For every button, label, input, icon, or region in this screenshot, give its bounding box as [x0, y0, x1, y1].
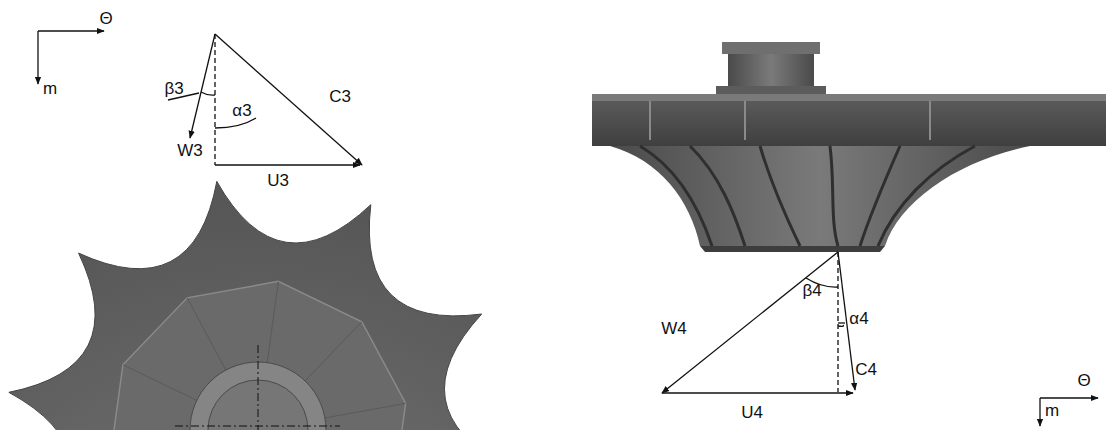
- axis-symbol: [1040, 398, 1098, 426]
- velocity-triangle: [662, 252, 855, 393]
- axis-label: Θ: [1077, 372, 1090, 389]
- velocity-label: U3: [267, 172, 289, 189]
- rotor-side-view: [592, 42, 1106, 252]
- axis-label: Θ: [99, 10, 112, 27]
- axis-label: m: [43, 80, 57, 97]
- velocity-label: β3: [164, 80, 183, 97]
- velocity-label: W4: [661, 320, 687, 337]
- velocity-label: β4: [802, 282, 821, 299]
- velocity-label: W3: [177, 142, 203, 159]
- velocity-label: U4: [741, 404, 763, 421]
- velocity-label: C4: [855, 361, 877, 378]
- axis-label: m: [1045, 402, 1059, 419]
- velocity-label: α4: [849, 310, 868, 327]
- axis-symbol: [38, 31, 104, 84]
- rotor-front-view: [9, 181, 507, 430]
- velocity-label: α3: [232, 102, 251, 119]
- velocity-label: C3: [329, 88, 351, 105]
- velocity-triangle: [168, 34, 362, 165]
